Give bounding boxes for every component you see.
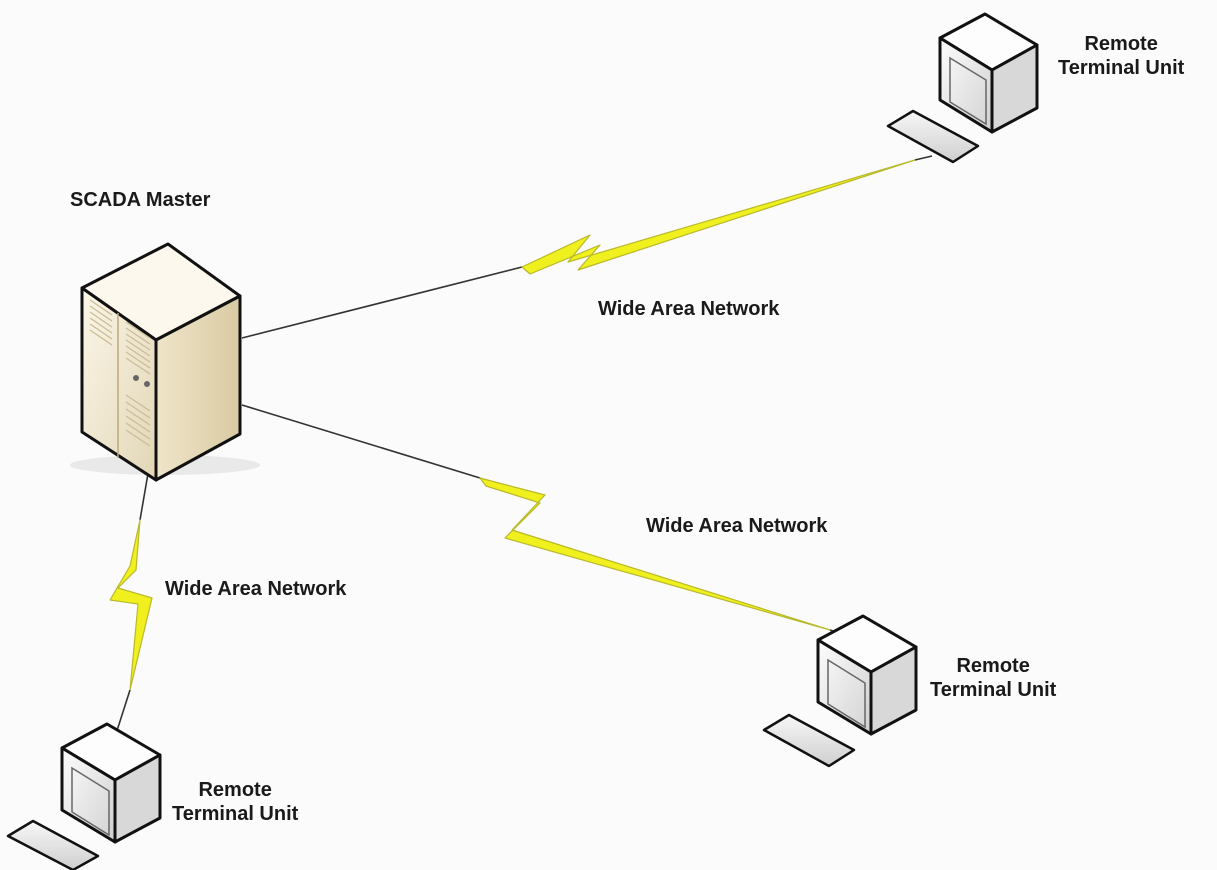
rtu-bottom-right-label: Remote Terminal Unit <box>930 654 1056 702</box>
lightning-bolt-icon <box>109 519 153 691</box>
wan-bottom-left-label: Wide Area Network <box>165 578 347 600</box>
wan-link-bottom-left <box>109 461 153 741</box>
rtu-label-line1: Remote <box>198 779 272 801</box>
wan-top-right-label: Wide Area Network <box>598 298 780 320</box>
rtu-top-right-computer-icon <box>886 12 1039 164</box>
rtu-top-right-label: Remote Terminal Unit <box>1058 32 1184 80</box>
wan-wire <box>914 155 933 161</box>
wan-wire <box>241 404 481 479</box>
scada-master-label: SCADA Master <box>70 189 211 211</box>
rtu-label-line2: Terminal Unit <box>930 679 1057 701</box>
rtu-label-line2: Terminal Unit <box>1058 57 1185 79</box>
rtu-label-line1: Remote <box>956 655 1030 677</box>
rtu-bottom-left-computer-icon <box>6 722 162 870</box>
rtu-label-line1: Remote <box>1084 33 1158 55</box>
rtu-bottom-left-label: Remote Terminal Unit <box>172 778 298 826</box>
lightning-bolt-icon <box>479 477 831 631</box>
rtu-bottom-right-computer-icon <box>762 614 918 768</box>
wan-link-top-right <box>241 155 933 339</box>
scada-master-server-icon <box>70 242 260 482</box>
wan-wire <box>241 266 523 339</box>
lightning-bolt-icon <box>521 159 916 275</box>
wan-bottom-right-label: Wide Area Network <box>646 515 828 537</box>
rtu-label-line2: Terminal Unit <box>172 803 299 825</box>
